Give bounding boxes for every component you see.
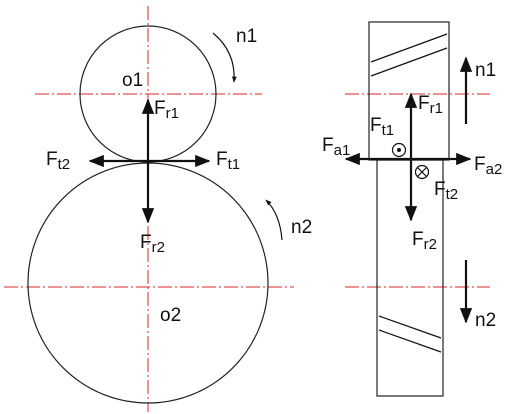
ft2-side-label: Ft2 [434, 179, 458, 203]
gear1-side-outline [368, 21, 450, 161]
gear1-speed-label: n1 [236, 26, 257, 47]
gear1-rotation-arrow [212, 32, 237, 83]
fr2-side-label: Fr2 [412, 229, 437, 253]
ft2-label: Ft2 [46, 149, 70, 173]
fr1-label: Fr1 [154, 98, 179, 122]
fr1-side-label: Fr1 [418, 93, 443, 117]
ft2-into-page-symbol [414, 164, 430, 180]
right-view: n1 n2 Fa1 Fa2 Ft1 Ft2 Fr1 Fr2 [322, 21, 502, 397]
ft1-label: Ft1 [216, 149, 240, 173]
fa1-label: Fa1 [322, 135, 350, 159]
left-view: o1 o2 n1 n2 Fr1 Fr2 Ft1 Ft2 [4, 6, 312, 412]
ft1-out-of-page-symbol [391, 142, 407, 158]
n1-label: n1 [475, 60, 496, 81]
fr2-label: Fr2 [140, 232, 165, 256]
gear2-speed-label: n2 [291, 217, 312, 238]
ft1-side-label: Ft1 [370, 115, 394, 139]
fa2-label: Fa2 [474, 154, 502, 178]
n2-label: n2 [475, 310, 496, 331]
gear1-helix-line-1 [370, 33, 448, 63]
gear2-center-label: o2 [160, 305, 181, 326]
gear2-helix-line-2 [378, 329, 442, 353]
gear2-helix-line-1 [378, 315, 442, 339]
gear2-rotation-arrow [265, 199, 283, 241]
gear1-center-label: o1 [122, 70, 143, 91]
gear1-helix-line-2 [370, 47, 448, 77]
